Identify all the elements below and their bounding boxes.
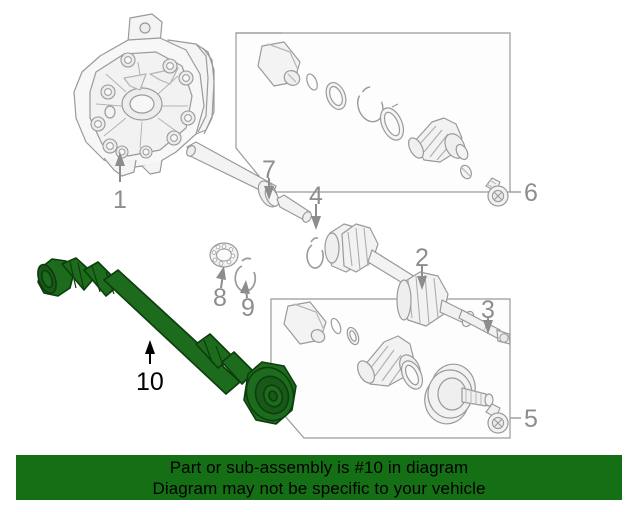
callout-label-8: 8 — [213, 284, 227, 312]
callout-label-9: 9 — [241, 294, 255, 322]
part-6-cv-axle-kit-upper — [235, 32, 521, 207]
callout-label-5: 5 — [524, 405, 538, 433]
callout-label-7: 7 — [262, 156, 276, 184]
bolt-icon-6 — [485, 177, 509, 207]
callout-arrow-2 — [417, 265, 427, 290]
part-1-differential-housing — [73, 13, 215, 177]
callout-label-3: 3 — [481, 296, 495, 324]
callout-label-10: 10 — [136, 368, 164, 396]
part-4-snap-ring — [306, 237, 324, 269]
diagram-notice-banner: Part or sub-assembly is #10 in diagram D… — [16, 455, 622, 500]
part-10-drive-shaft-highlighted — [37, 257, 297, 425]
callout-arrow-10 — [145, 340, 155, 364]
callout-label-2: 2 — [415, 244, 429, 272]
notice-line-2: Diagram may not be specific to your vehi… — [152, 478, 486, 498]
notice-line-1: Part or sub-assembly is #10 in diagram — [169, 457, 469, 477]
callout-label-6: 6 — [524, 179, 538, 207]
bolt-icon-5 — [485, 403, 509, 434]
callout-arrow-7 — [264, 178, 274, 200]
callout-arrow-9 — [240, 280, 250, 299]
part-8-bearing-race — [209, 242, 239, 268]
callout-arrow-1 — [115, 152, 125, 182]
callout-arrow-8 — [216, 266, 226, 289]
callout-arrow-3 — [483, 318, 493, 334]
callout-arrow-4 — [311, 204, 321, 230]
part-2-cv-axle-assembly — [324, 223, 475, 328]
callout-arrows — [115, 152, 493, 334]
callout-label-4: 4 — [309, 182, 323, 210]
part-3-axle-bolt — [458, 309, 511, 345]
callout-label-1: 1 — [113, 186, 127, 214]
